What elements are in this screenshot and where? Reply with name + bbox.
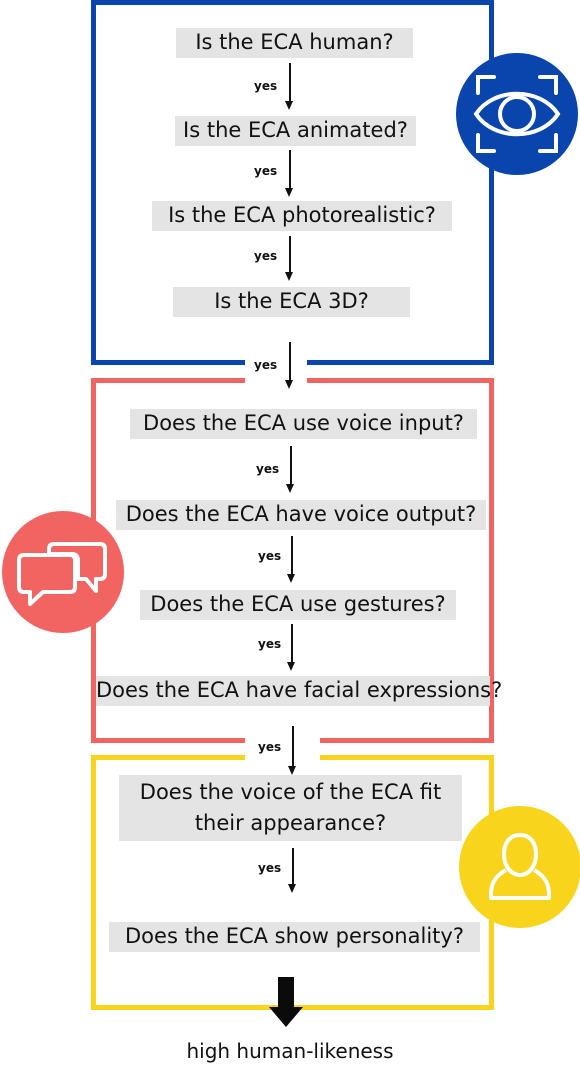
edge-label-yes: yes [254,164,278,178]
connector-gap [245,356,307,386]
character-badge [459,806,580,928]
appearance-badge [456,53,578,175]
interaction-badge [2,511,124,633]
result-label: high human-likeness [186,1039,394,1063]
edge-label-yes: yes [254,249,278,263]
question-node: Does the ECA use gestures? [140,590,456,620]
question-node: Is the ECA human? [176,28,413,58]
question-node: Does the voice of the ECA fit their appe… [119,775,462,841]
question-node: Is the ECA photorealistic? [152,201,452,231]
user-icon [489,833,551,900]
question-node: Does the ECA have voice output? [116,500,486,530]
eye-icon [473,75,561,153]
chat-bubbles-icon [17,542,107,606]
edge-label-yes: yes [256,462,280,476]
question-node: Is the ECA animated? [175,116,416,146]
edge-label-yes: yes [254,79,278,93]
connector-gap [245,734,320,764]
question-node: Does the ECA use voice input? [130,409,477,439]
question-node: Does the ECA have facial expressions? [96,676,502,706]
edge-label-yes: yes [258,637,282,651]
question-node: Does the ECA show personality? [109,922,480,952]
edge-label-yes: yes [258,549,282,563]
final-arrow [269,977,303,1027]
edge-label-yes: yes [258,740,282,754]
edge-label-yes: yes [254,358,278,372]
question-node: Is the ECA 3D? [173,287,410,317]
edge-label-yes: yes [258,861,282,875]
